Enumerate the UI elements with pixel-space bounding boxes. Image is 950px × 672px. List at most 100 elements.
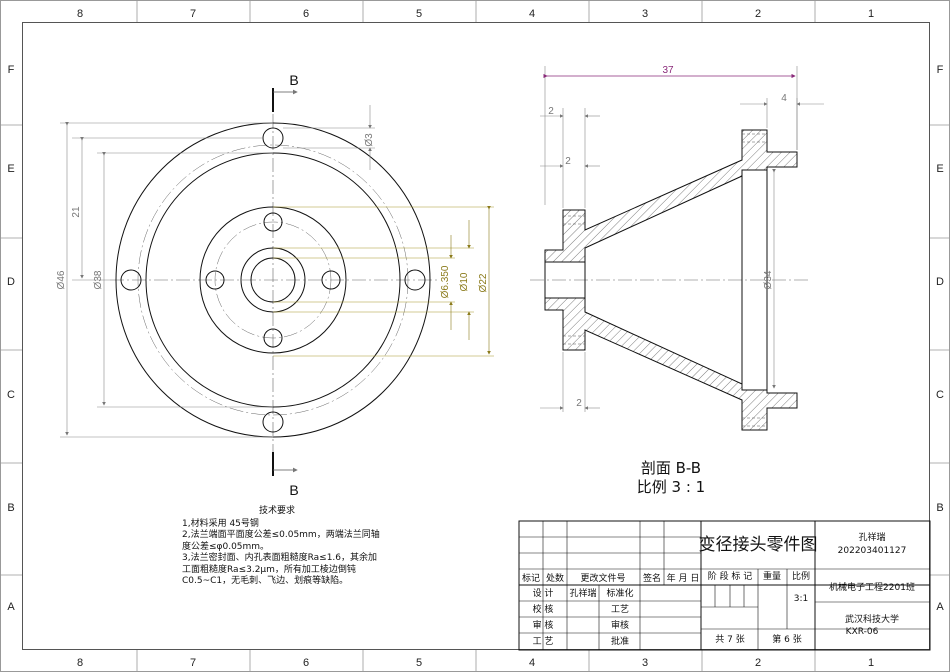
zone-row-c: C bbox=[7, 389, 15, 401]
header-count: 处数 bbox=[546, 572, 564, 584]
scale-label: 比例 bbox=[792, 570, 810, 582]
zone-row-f: F bbox=[8, 64, 15, 76]
zone-col-4: 4 bbox=[529, 8, 535, 20]
section-label-top: B bbox=[289, 72, 298, 88]
dim-bottom-label: 2 bbox=[576, 398, 582, 409]
dim-hole-label: Ø3 bbox=[364, 133, 375, 147]
dim-length-label: 37 bbox=[662, 65, 674, 76]
zone-row-e: E bbox=[7, 163, 14, 175]
small-hole bbox=[321, 270, 341, 290]
row-role: 工艺 bbox=[611, 604, 629, 615]
zone-labels-left: F E D C B A bbox=[7, 64, 15, 613]
note-line: 1,材料采用 45号钢 bbox=[182, 518, 259, 529]
zone-row-f-right: F bbox=[937, 64, 944, 76]
row-role: 审核 bbox=[611, 619, 629, 631]
dim-bore-label: Ø6.350 bbox=[440, 265, 451, 298]
zone-col-5-bottom: 5 bbox=[416, 657, 422, 669]
zone-labels-top: 8 7 6 5 4 3 2 1 bbox=[77, 8, 874, 20]
zone-col-2-bottom: 2 bbox=[755, 657, 761, 669]
zone-col-7: 7 bbox=[190, 8, 196, 20]
dim-hub-label: Ø10 bbox=[459, 272, 470, 291]
zone-row-a: A bbox=[7, 601, 15, 613]
zone-row-b: B bbox=[7, 502, 14, 514]
zone-row-c-right: C bbox=[936, 389, 944, 401]
row-name: 孔祥瑞 bbox=[569, 587, 596, 599]
dim-outer-diameter bbox=[60, 122, 273, 438]
sheets-total: 共 7 张 bbox=[715, 634, 744, 645]
bolt-hole bbox=[120, 269, 142, 291]
zone-col-3: 3 bbox=[642, 8, 648, 20]
zone-col-4-bottom: 4 bbox=[529, 657, 535, 669]
dim-hole bbox=[283, 105, 375, 170]
school-name: 武汉科技大学 bbox=[845, 613, 899, 625]
dim-bottom bbox=[540, 352, 600, 412]
sheet-number: 第 6 张 bbox=[772, 633, 801, 645]
zone-labels-right: F E D C B A bbox=[936, 64, 944, 613]
dim-outer-label: Ø46 bbox=[56, 270, 67, 289]
zone-row-e-right: E bbox=[936, 163, 943, 175]
dim-bolt-circle bbox=[97, 152, 273, 408]
header-date: 年 月 日 bbox=[667, 572, 700, 584]
dim-face-label: Ø22 bbox=[478, 273, 489, 292]
zone-col-6: 6 bbox=[303, 8, 309, 20]
dim-flange-right-label: 4 bbox=[781, 93, 787, 104]
zone-row-d: D bbox=[7, 276, 15, 288]
zone-col-1: 1 bbox=[868, 8, 874, 20]
note-line: 3,法兰密封面、内孔表面粗糙度Ra≤1.6，其余加工面粗糙度Ra≤3.2μm，所… bbox=[182, 553, 378, 586]
dim-face bbox=[273, 206, 494, 357]
small-hole bbox=[263, 328, 283, 348]
bolt-hole bbox=[404, 269, 426, 291]
section-scale: 比例 3 : 1 bbox=[637, 478, 705, 496]
row-role: 标准化 bbox=[606, 587, 633, 599]
small-hole bbox=[263, 212, 283, 232]
zone-col-1-bottom: 1 bbox=[868, 657, 874, 669]
zone-col-5: 5 bbox=[416, 8, 422, 20]
zone-col-6-bottom: 6 bbox=[303, 657, 309, 669]
dim-flange-left bbox=[540, 108, 600, 208]
author-name: 孔祥瑞 bbox=[858, 531, 885, 543]
zone-labels-bottom: 8 7 6 5 4 3 2 1 bbox=[77, 657, 874, 669]
dim-flange-left-label: 2 bbox=[548, 106, 554, 117]
header-sign: 签名 bbox=[643, 572, 661, 584]
section-view: 37 4 2 2 2 bbox=[530, 65, 824, 496]
section-label-bottom: B bbox=[289, 482, 298, 498]
note-line: 2,法兰端面平面度公差≤0.05mm，两端法兰同轴度公差≤φ0.05mm。 bbox=[182, 530, 380, 552]
row-label: 校 核 bbox=[533, 603, 554, 615]
dim-21-label: 21 bbox=[71, 206, 82, 218]
row-label: 工 艺 bbox=[533, 636, 554, 647]
weight-label: 重量 bbox=[763, 570, 781, 582]
zone-col-8-bottom: 8 bbox=[77, 657, 83, 669]
scale-value: 3:1 bbox=[794, 594, 808, 604]
small-hole bbox=[205, 270, 225, 290]
header-mark: 标记 bbox=[522, 572, 540, 584]
dim-step-left-label: 2 bbox=[565, 156, 571, 167]
zone-row-a-right: A bbox=[936, 601, 944, 613]
zone-row-d-right: D bbox=[936, 276, 944, 288]
row-label: 设 计 bbox=[533, 587, 554, 599]
row-role: 批准 bbox=[611, 635, 629, 647]
header-file: 更改文件号 bbox=[580, 572, 625, 584]
class-name: 机械电子工程2201班 bbox=[829, 581, 915, 593]
zone-row-b-right: B bbox=[936, 502, 943, 514]
dim-hub bbox=[273, 220, 474, 340]
zone-col-3-bottom: 3 bbox=[642, 657, 648, 669]
technical-requirements: 技术要求 1,材料采用 45号钢 2,法兰端面平面度公差≤0.05mm，两端法兰… bbox=[182, 506, 382, 588]
section-title: 剖面 B-B bbox=[641, 459, 701, 477]
drawing-code: KXR-06 bbox=[846, 627, 879, 637]
drawing-name: 变径接头零件图 bbox=[699, 535, 818, 555]
zone-col-8: 8 bbox=[77, 8, 83, 20]
dim-bore bbox=[273, 235, 455, 330]
zone-col-2: 2 bbox=[755, 8, 761, 20]
row-label: 审 核 bbox=[533, 619, 554, 631]
bolt-hole bbox=[262, 411, 284, 433]
front-view: B B Ø46 21 Ø38 Ø3 bbox=[56, 72, 494, 498]
stage-label: 阶 段 标 记 bbox=[708, 570, 753, 582]
dim-flange-right bbox=[740, 98, 824, 150]
title-block: 变径接头零件图 孔祥瑞 202203401127 机械电子工程2201班 武汉科… bbox=[518, 520, 931, 651]
notes-title: 技术要求 bbox=[258, 506, 295, 516]
dim-big-diameter-label: Ø34 bbox=[763, 270, 774, 289]
dim-bolt-circle-label: Ø38 bbox=[93, 270, 104, 289]
